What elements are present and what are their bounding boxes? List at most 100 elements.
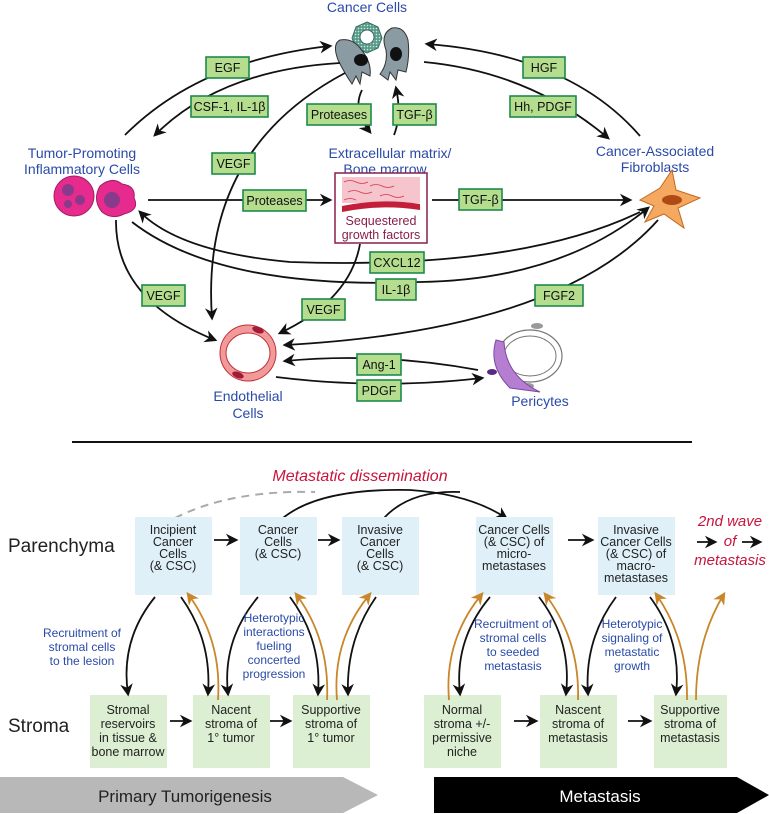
svg-text:stroma +/-: stroma +/- xyxy=(434,717,491,731)
cancer-cells-icon xyxy=(334,21,410,86)
svg-text:micro-: micro- xyxy=(497,547,532,561)
svg-text:Cells: Cells xyxy=(159,547,187,561)
svg-text:metastasis: metastasis xyxy=(484,659,541,673)
svg-text:Recruitment of: Recruitment of xyxy=(474,617,553,631)
second-wave-label-2: of xyxy=(724,533,738,550)
phase-primary-tumorigenesis: Primary Tumorigenesis xyxy=(0,777,378,813)
annotation-recruitment-seeded: Recruitment of stromal cells to seeded m… xyxy=(474,617,553,673)
svg-text:concerted: concerted xyxy=(248,653,301,667)
vertical-arrows xyxy=(120,591,726,701)
svg-text:Nacent: Nacent xyxy=(211,703,251,717)
svg-text:Heterotypic: Heterotypic xyxy=(244,611,305,625)
dashed-dissemination-arc xyxy=(174,490,316,519)
metastatic-dissemination-label: Metastatic dissemination xyxy=(272,468,447,485)
fibroblast-icon xyxy=(638,168,702,230)
svg-text:fueling: fueling xyxy=(256,639,291,653)
svg-text:Cancer: Cancer xyxy=(153,535,193,549)
signal-vegf-ecm: VEGF xyxy=(301,298,346,321)
signal-proteases-cancer: Proteases xyxy=(306,103,372,126)
svg-text:bone marrow: bone marrow xyxy=(92,745,166,759)
svg-text:Proteases: Proteases xyxy=(311,108,367,122)
pericytes-icon xyxy=(487,323,563,393)
svg-text:Proteases: Proteases xyxy=(246,194,302,208)
svg-text:Incipient: Incipient xyxy=(150,523,197,537)
svg-text:VEGF: VEGF xyxy=(306,303,340,317)
svg-text:stromal cells: stromal cells xyxy=(49,640,116,654)
svg-text:VEGF: VEGF xyxy=(146,289,180,303)
svg-text:1° tumor: 1° tumor xyxy=(307,731,354,745)
svg-text:stroma of: stroma of xyxy=(205,717,258,731)
svg-text:Normal: Normal xyxy=(442,703,482,717)
sequestered-label-1: Sequestered xyxy=(346,214,417,228)
svg-text:CSF-1, IL-1β: CSF-1, IL-1β xyxy=(194,100,266,114)
svg-text:metastases: metastases xyxy=(482,559,546,573)
phase-metastasis: Metastasis xyxy=(434,777,769,813)
pericytes-label: Pericytes xyxy=(511,393,569,409)
stroma-box-reservoirs: Stromal reservoirs in tissue & bone marr… xyxy=(90,695,167,768)
svg-text:metastatic: metastatic xyxy=(605,645,660,659)
sequestered-label-2: growth factors xyxy=(342,228,421,242)
stroma-box-supportive-metastasis: Supportive stroma of metastasis xyxy=(654,695,727,768)
svg-text:FGF2: FGF2 xyxy=(543,289,575,303)
signal-il1b: IL-1β xyxy=(375,278,417,301)
svg-text:progression: progression xyxy=(243,667,306,681)
dissemination-arc-2 xyxy=(383,491,461,519)
svg-text:TGF-β: TGF-β xyxy=(396,108,432,122)
svg-text:Cancer: Cancer xyxy=(360,535,400,549)
svg-text:interactions: interactions xyxy=(243,625,304,639)
svg-text:growth: growth xyxy=(614,659,650,673)
svg-text:TGF-β: TGF-β xyxy=(462,193,498,207)
svg-text:to the lesion: to the lesion xyxy=(50,654,115,668)
svg-text:niche: niche xyxy=(447,745,477,759)
svg-text:IL-1β: IL-1β xyxy=(382,283,411,297)
svg-text:Ang-1: Ang-1 xyxy=(362,358,395,372)
signal-egf: EGF xyxy=(205,56,250,79)
endothelial-cell-icon xyxy=(219,324,277,382)
svg-text:in tissue &: in tissue & xyxy=(99,731,157,745)
svg-text:Cancer: Cancer xyxy=(258,523,298,537)
stroma-box-normal: Normal stroma +/- permissive niche xyxy=(424,695,501,768)
parenchyma-box-micrometastases: Cancer Cells (& CSC) of micro- metastase… xyxy=(476,517,553,595)
svg-text:Hh, PDGF: Hh, PDGF xyxy=(514,100,572,114)
svg-text:Invasive: Invasive xyxy=(357,523,403,537)
svg-text:Invasive: Invasive xyxy=(613,523,659,537)
svg-text:Recruitment of: Recruitment of xyxy=(43,626,122,640)
signal-proteases-inflam: Proteases xyxy=(242,189,307,212)
svg-text:Nascent: Nascent xyxy=(555,703,601,717)
stroma-box-supportive-primary: Supportive stroma of 1° tumor xyxy=(293,695,370,768)
second-wave-label-3: metastasis xyxy=(694,552,766,569)
svg-text:(& CSC): (& CSC) xyxy=(255,547,302,561)
signal-fgf2: FGF2 xyxy=(534,284,584,307)
svg-text:metastases: metastases xyxy=(604,571,668,585)
second-wave-label-1: 2nd wave xyxy=(697,513,762,530)
signal-vegf-cancer: VEGF xyxy=(211,152,256,175)
svg-text:(& CSC): (& CSC) xyxy=(357,559,404,573)
svg-text:CXCL12: CXCL12 xyxy=(373,256,420,270)
signal-hh-pdgf: Hh, PDGF xyxy=(509,95,577,118)
signal-cxcl12: CXCL12 xyxy=(369,251,425,274)
endothelial-label-1: Endothelial xyxy=(213,388,282,404)
svg-text:stroma of: stroma of xyxy=(552,717,605,731)
signal-ang1: Ang-1 xyxy=(356,353,402,376)
svg-text:stromal cells: stromal cells xyxy=(480,631,547,645)
sequestered-growth-factors-box: Sequestered growth factors xyxy=(334,172,428,244)
inflammatory-cells-label-2: Inflammatory Cells xyxy=(24,161,140,177)
svg-text:to seeded: to seeded xyxy=(487,645,540,659)
parenchyma-box-incipient: Incipient Cancer Cells (& CSC) xyxy=(135,517,212,595)
svg-text:HGF: HGF xyxy=(531,61,558,75)
svg-text:Cancer Cells: Cancer Cells xyxy=(478,523,550,537)
svg-text:1° tumor: 1° tumor xyxy=(207,731,254,745)
svg-text:metastasis: metastasis xyxy=(660,731,720,745)
svg-text:metastasis: metastasis xyxy=(548,731,608,745)
signal-hgf: HGF xyxy=(522,56,566,79)
svg-text:Stromal: Stromal xyxy=(106,703,149,717)
parenchyma-box-invasive: Invasive Cancer Cells (& CSC) xyxy=(342,517,419,595)
svg-text:Cancer Cells: Cancer Cells xyxy=(600,535,672,549)
svg-text:Metastasis: Metastasis xyxy=(559,787,640,806)
inflammatory-cells-icon xyxy=(53,175,137,218)
ecm-label-1: Extracellular matrix/ xyxy=(329,145,452,161)
svg-text:(& CSC) of: (& CSC) of xyxy=(606,547,667,561)
endothelial-label-2: Cells xyxy=(232,405,263,421)
dissemination-arc-1 xyxy=(282,488,509,520)
